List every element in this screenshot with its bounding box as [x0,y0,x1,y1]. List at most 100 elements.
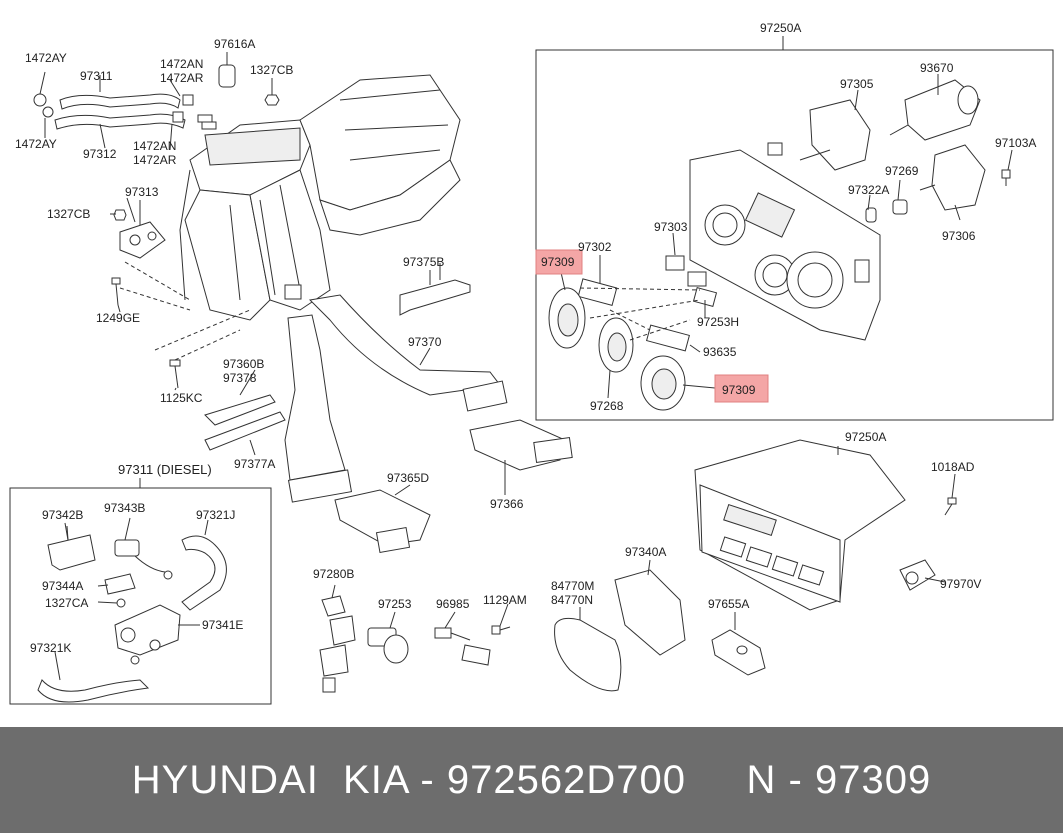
bracket-97280B [319,595,356,693]
label-97103A: 97103A [995,136,1036,150]
screw-97103A [1001,169,1011,186]
label-97378: 97378 [223,371,257,385]
label-97341E: 97341E [202,618,243,632]
parts-diagram: 97616A 1472AY 97311 1472AN 1472AR 1327CB… [9,21,1054,705]
actuator-97306 [919,144,986,211]
label-97366: 97366 [490,497,524,511]
bracket-97313 [119,200,166,259]
label-1472AN-top: 1472AN [160,57,203,71]
label-97343B: 97343B [104,501,145,515]
label-1327CB-top: 1327CB [250,63,293,77]
label-97342B: 97342B [42,508,83,522]
label-97370: 97370 [408,335,442,349]
label-97253: 97253 [378,597,412,611]
sensor-97253 [367,627,409,664]
label-97321K: 97321K [30,641,71,655]
duct-97365D [334,489,431,554]
label-97322A: 97322A [848,183,889,197]
banner-text: HYUNDAI KIA - 972562D700 N - 97309 [131,757,932,802]
duct-97360B [284,314,353,503]
grommet-97616A [218,52,236,88]
cover-84770M-N [554,617,622,692]
label-1327CB-left: 1327CB [47,207,90,221]
part-number-banner: HYUNDAI KIA - 972562D700 N - 97309 [0,727,1063,833]
bulb-97269 [892,199,908,215]
label-1018AD: 1018AD [931,460,975,474]
label-1472AR-bot: 1472AR [133,153,177,167]
label-97311: 97311 [80,69,113,83]
label-97340A: 97340A [625,545,666,559]
screw-1129AM [491,625,511,635]
hose-97321J [181,535,227,611]
duct-97370 [308,294,508,412]
label-97269: 97269 [885,164,919,178]
label-97344A: 97344A [42,579,83,593]
knob-97309-left [548,287,586,349]
label-93670: 93670 [920,61,954,75]
label-97268: 97268 [590,399,624,413]
bolt-1327CB-left [113,209,127,221]
bolt-1327CA [116,598,126,608]
label-97250A-top: 97250A [760,21,801,35]
label-97280B: 97280B [313,567,354,581]
label-1472AY-top: 1472AY [25,51,67,65]
bracket-97375B [399,270,471,316]
label-1249GE: 1249GE [96,311,140,325]
label-97377A: 97377A [234,457,275,471]
label-97309-right: 97309 [722,383,756,397]
label-97970V: 97970V [940,577,981,591]
lens-97253H [692,287,718,307]
label-1129AM: 1129AM [483,593,527,607]
label-84770M: 84770M [551,579,594,593]
bracket-97344A [104,573,136,595]
bulb-97303 [665,255,707,287]
highlight-97309-left [535,249,583,275]
heater-unit-housing [179,74,461,321]
knob-97309-right [640,355,686,411]
label-93635: 93635 [703,345,737,359]
control-unit-97250A [694,439,906,611]
label-97655A: 97655A [708,597,749,611]
label-97375B: 97375B [403,255,444,269]
label-97616A: 97616A [214,37,255,51]
valve-97341E [114,604,181,665]
label-1472AN-bot: 1472AN [133,139,176,153]
duct-97366 [469,419,573,471]
lens-97302 [577,278,618,306]
hose-group-97311-97312 [33,93,217,130]
label-97360B: 97360B [223,357,264,371]
connector-97343B [114,539,173,580]
bolt-1249GE [111,277,121,306]
label-97250A-mid: 97250A [845,430,886,444]
label-97311-diesel: 97311 (DIESEL) [118,462,212,477]
label-97302: 97302 [578,240,612,254]
label-1472AY-bot: 1472AY [15,137,57,151]
label-97303: 97303 [654,220,688,234]
actuator-97305 [767,99,871,171]
sensor-97970V [899,559,936,591]
motor-93670 [889,79,981,141]
knob-97268 [598,317,634,373]
label-97305: 97305 [840,77,874,91]
lens-93635 [645,324,691,352]
bolt-1327CB-top [264,78,280,106]
gasket-97655A [711,629,766,676]
bulb-97322A [865,207,877,223]
label-97309-left: 97309 [541,255,575,269]
label-97306: 97306 [942,229,976,243]
sensor-96985 [434,627,491,666]
label-1327CA: 1327CA [45,596,88,610]
label-97365D: 97365D [387,471,429,485]
hose-97321K [37,679,150,703]
screw-1018AD [944,497,957,516]
label-97312: 97312 [83,147,117,161]
label-84770N: 84770N [551,593,593,607]
label-97313: 97313 [125,185,159,199]
bolt-1125KC [169,359,181,389]
highlight-97309-right [714,374,769,403]
label-1472AR-top: 1472AR [160,71,204,85]
bracket-97340A [614,569,686,656]
bracket-97378 [204,394,286,451]
control-panel-97250A [689,149,881,341]
bracket-97342B [47,522,96,571]
